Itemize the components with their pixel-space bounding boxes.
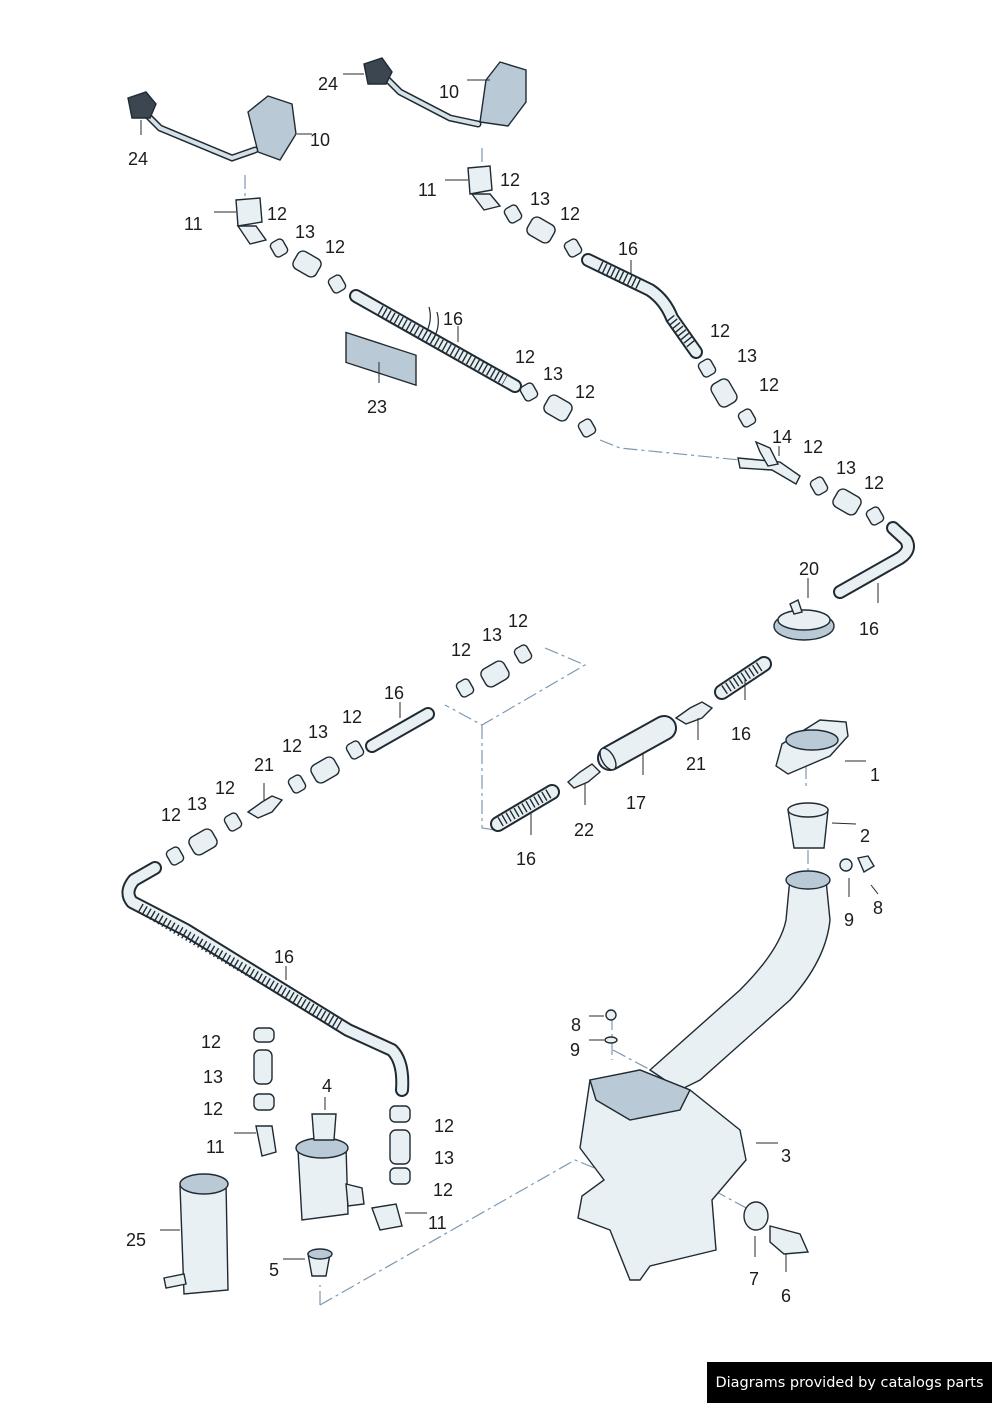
callout-13: 13 (836, 458, 856, 478)
callout-12: 12 (267, 204, 287, 224)
callout-13: 13 (530, 189, 550, 209)
callout-12: 12 (434, 1116, 454, 1136)
washer-reservoir-3 (577, 870, 831, 1281)
callout-24: 24 (128, 149, 148, 169)
callout-12: 12 (864, 473, 884, 493)
callout-22: 22 (574, 820, 594, 840)
washer-pump-25 (163, 1173, 229, 1295)
foam-pad-23 (345, 331, 417, 387)
callout-2: 2 (860, 826, 870, 846)
callout-25: 25 (126, 1230, 146, 1250)
hose-16-upper-right (581, 253, 703, 359)
callout-12: 12 (515, 347, 535, 367)
callout-12: 12 (215, 778, 235, 798)
callout-21: 21 (254, 755, 274, 775)
callout-11-upper-left: 11 (184, 214, 203, 234)
leader-lines (140, 73, 879, 1272)
callout-12: 12 (759, 375, 779, 395)
callout-12: 12 (161, 805, 181, 825)
nozzle-left (127, 91, 297, 245)
callout-16: 16 (859, 619, 879, 639)
hose-17 (597, 715, 677, 771)
callout-13: 13 (482, 625, 502, 645)
callout-12: 12 (282, 736, 302, 756)
callout-12: 12 (203, 1099, 223, 1119)
credit-banner: Diagrams provided by catalogs parts (707, 1362, 992, 1403)
callout-13: 13 (737, 346, 757, 366)
callout-9-lower: 9 (570, 1040, 580, 1060)
callout-16: 16 (618, 239, 638, 259)
callout-10-right: 10 (439, 82, 459, 102)
callout-16: 16 (443, 309, 463, 329)
callout-8-upper: 8 (873, 898, 883, 918)
hose-16-long-lower (121, 861, 410, 1097)
hose-16-lower-mid (490, 784, 560, 832)
callout-14: 14 (772, 427, 792, 447)
callout-13: 13 (308, 722, 328, 742)
callout-12: 12 (451, 640, 471, 660)
callout-13: 13 (295, 222, 315, 242)
callout-1: 1 (870, 765, 880, 785)
connectors (246, 701, 714, 819)
callout-16: 16 (384, 683, 404, 703)
callout-9-upper: 9 (844, 910, 854, 930)
callout-5: 5 (269, 1260, 279, 1280)
callout-17: 17 (626, 793, 646, 813)
callout-12: 12 (325, 237, 345, 257)
callout-12: 12 (201, 1032, 221, 1052)
hose-16-short (365, 707, 435, 753)
clamps-and-sleeves (165, 204, 885, 1185)
y-piece (737, 440, 801, 485)
hose-16-upper-left (349, 289, 522, 393)
callout-12: 12 (560, 204, 580, 224)
callout-13: 13 (203, 1067, 223, 1087)
callout-13: 13 (543, 364, 563, 384)
callout-21: 21 (686, 754, 706, 774)
grommet-5-and-sensor (307, 1201, 810, 1277)
callout-16: 16 (516, 849, 536, 869)
callout-12: 12 (433, 1180, 453, 1200)
callout-8-lower: 8 (571, 1015, 581, 1035)
callout-16: 16 (274, 947, 294, 967)
callout-7: 7 (749, 1269, 759, 1289)
callout-24: 24 (318, 74, 338, 94)
callout-6: 6 (781, 1286, 791, 1306)
callout-12: 12 (575, 382, 595, 402)
nozzle-right (363, 57, 527, 211)
hose-16-mid (714, 656, 772, 700)
callout-12: 12 (508, 611, 528, 631)
callout-12: 12 (710, 321, 730, 341)
hose-16-right-bend (833, 521, 915, 599)
callout-16: 16 (731, 724, 751, 744)
callout-11-lower-left: 11 (206, 1137, 225, 1157)
callout-10-left: 10 (310, 130, 330, 150)
callout-11-upper-right: 11 (418, 180, 437, 200)
callout-13: 13 (187, 794, 207, 814)
callout-11-lower-right: 11 (428, 1213, 447, 1233)
callout-13: 13 (434, 1148, 454, 1168)
callout-12: 12 (500, 170, 520, 190)
callout-23: 23 (367, 397, 387, 417)
check-valve-20 (773, 599, 835, 641)
callout-20: 20 (799, 559, 819, 579)
elbow-11-lower (255, 1125, 403, 1231)
callout-numbers: 1 2 3 4 5 6 7 8 9 8 9 10 10 11 11 11 11 … (126, 74, 884, 1306)
filler-cap-and-strainer (604, 719, 875, 1044)
credit-text: Diagrams provided by catalogs parts (715, 1374, 984, 1391)
callout-12: 12 (342, 707, 362, 727)
washer-pump-4 (295, 1113, 365, 1221)
callout-4: 4 (322, 1076, 332, 1096)
callout-3: 3 (781, 1146, 791, 1166)
callout-12: 12 (803, 437, 823, 457)
